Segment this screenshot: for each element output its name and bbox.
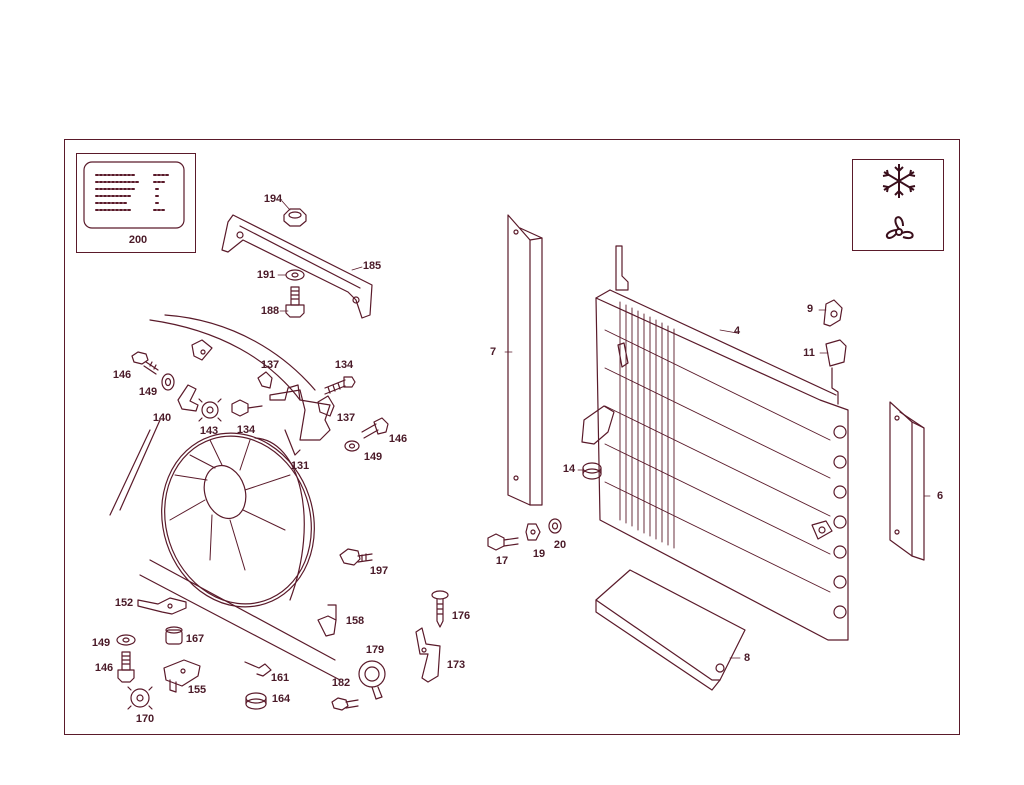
part-label-20[interactable]: 20	[553, 539, 567, 551]
part-label-194[interactable]: 194	[263, 193, 283, 205]
part-label-19[interactable]: 19	[532, 548, 546, 560]
part-176-screw[interactable]	[432, 591, 448, 627]
part-label-9[interactable]: 9	[806, 303, 814, 315]
part-label-149-lower[interactable]: 149	[91, 637, 111, 649]
part-149-washer-right[interactable]	[345, 441, 359, 451]
part-label-173[interactable]: 173	[446, 659, 466, 671]
part-label-4[interactable]: 4	[733, 325, 741, 337]
part-149-washer-left[interactable]	[162, 374, 174, 390]
part-label-131[interactable]: 131	[290, 460, 310, 472]
part-161-clip[interactable]	[245, 662, 271, 676]
part-6-seal-strip[interactable]	[890, 402, 924, 560]
part-label-191[interactable]: 191	[256, 269, 276, 281]
part-label-149-left[interactable]: 149	[138, 386, 158, 398]
part-label-149-right[interactable]: 149	[363, 451, 383, 463]
part-label-146-right[interactable]: 146	[388, 433, 408, 445]
part-137-clip-upper[interactable]	[258, 372, 272, 388]
part-label-176[interactable]: 176	[451, 610, 471, 622]
part-146-bolt-lower[interactable]	[118, 652, 134, 682]
part-label-137-right[interactable]: 137	[336, 412, 356, 424]
part-170-nut[interactable]	[128, 687, 152, 709]
part-label-6[interactable]: 6	[936, 490, 944, 502]
part-164-grommet[interactable]	[246, 693, 266, 709]
part-label-158[interactable]: 158	[345, 615, 365, 627]
part-label-140[interactable]: 140	[152, 412, 172, 424]
part-134-bolt-upper[interactable]	[325, 377, 355, 394]
part-label-137-upper[interactable]: 137	[260, 359, 280, 371]
part-146-bolt-right[interactable]	[362, 418, 388, 438]
part-167-rubber-mount[interactable]	[166, 627, 182, 644]
part-label-152[interactable]: 152	[114, 597, 134, 609]
part-8-seal-strip[interactable]	[596, 570, 745, 690]
part-155-mount-bracket[interactable]	[164, 660, 200, 692]
part-4-condenser[interactable]	[596, 246, 848, 640]
fan-assembly[interactable]	[139, 413, 336, 627]
part-label-146-lower[interactable]: 146	[94, 662, 114, 674]
part-label-170[interactable]: 170	[135, 713, 155, 725]
part-185-bracket[interactable]	[222, 215, 372, 318]
part-label-197[interactable]: 197	[369, 565, 389, 577]
part-11-seal-cap[interactable]	[826, 340, 846, 366]
part-14-grommet[interactable]	[582, 406, 614, 479]
part-label-14[interactable]: 14	[562, 463, 576, 475]
part-label-200[interactable]: 200	[128, 234, 148, 246]
part-197-bolt[interactable]	[340, 549, 372, 565]
part-label-182[interactable]: 182	[331, 677, 351, 689]
part-label-7[interactable]: 7	[489, 346, 497, 358]
part-19-rubber-bushing[interactable]	[526, 524, 540, 540]
part-191-washer[interactable]	[286, 270, 304, 280]
part-label-167[interactable]: 167	[185, 633, 205, 645]
part-194-nut[interactable]	[284, 209, 306, 226]
part-158-clamp[interactable]	[318, 605, 336, 636]
legend-box	[76, 153, 196, 253]
part-131-fan-bracket[interactable]	[270, 385, 330, 455]
part-9-pipe-connector[interactable]	[824, 300, 842, 326]
legend-chart-thumbnail	[84, 162, 184, 228]
part-152-bracket[interactable]	[138, 598, 186, 614]
part-label-134-upper[interactable]: 134	[334, 359, 354, 371]
part-188-bolt[interactable]	[286, 287, 304, 317]
diagram-frame	[64, 139, 960, 735]
symbols-box	[852, 159, 944, 251]
part-label-11[interactable]: 11	[803, 347, 815, 359]
part-label-185[interactable]: 185	[362, 260, 382, 272]
part-140-bracket[interactable]	[178, 340, 212, 411]
part-149-washer-lower[interactable]	[117, 635, 135, 645]
part-label-8[interactable]: 8	[743, 652, 751, 664]
part-label-155[interactable]: 155	[187, 684, 207, 696]
part-7-seal-strip[interactable]	[508, 215, 542, 505]
part-label-143[interactable]: 143	[199, 425, 219, 437]
part-label-179[interactable]: 179	[365, 644, 385, 656]
part-182-bolt[interactable]	[332, 698, 358, 710]
fan-icon	[887, 217, 913, 238]
part-label-164[interactable]: 164	[271, 693, 291, 705]
part-label-17[interactable]: 17	[495, 555, 509, 567]
part-179-cable-clamp[interactable]	[359, 661, 385, 699]
part-173-bracket[interactable]	[416, 628, 440, 682]
snowflake-icon	[883, 164, 915, 198]
part-143-spring-nut[interactable]	[199, 399, 221, 421]
part-146-bolt-left[interactable]	[132, 352, 158, 374]
part-label-188[interactable]: 188	[260, 305, 280, 317]
part-17-bolt[interactable]	[488, 534, 518, 550]
part-label-161[interactable]: 161	[270, 672, 290, 684]
part-20-washer[interactable]	[549, 519, 561, 533]
part-label-134-lower[interactable]: 134	[236, 424, 256, 436]
fan-shroud	[110, 315, 340, 680]
part-label-146-left[interactable]: 146	[112, 369, 132, 381]
part-134-bolt-lower[interactable]	[232, 400, 262, 416]
part-137-clip-right[interactable]	[318, 396, 334, 416]
